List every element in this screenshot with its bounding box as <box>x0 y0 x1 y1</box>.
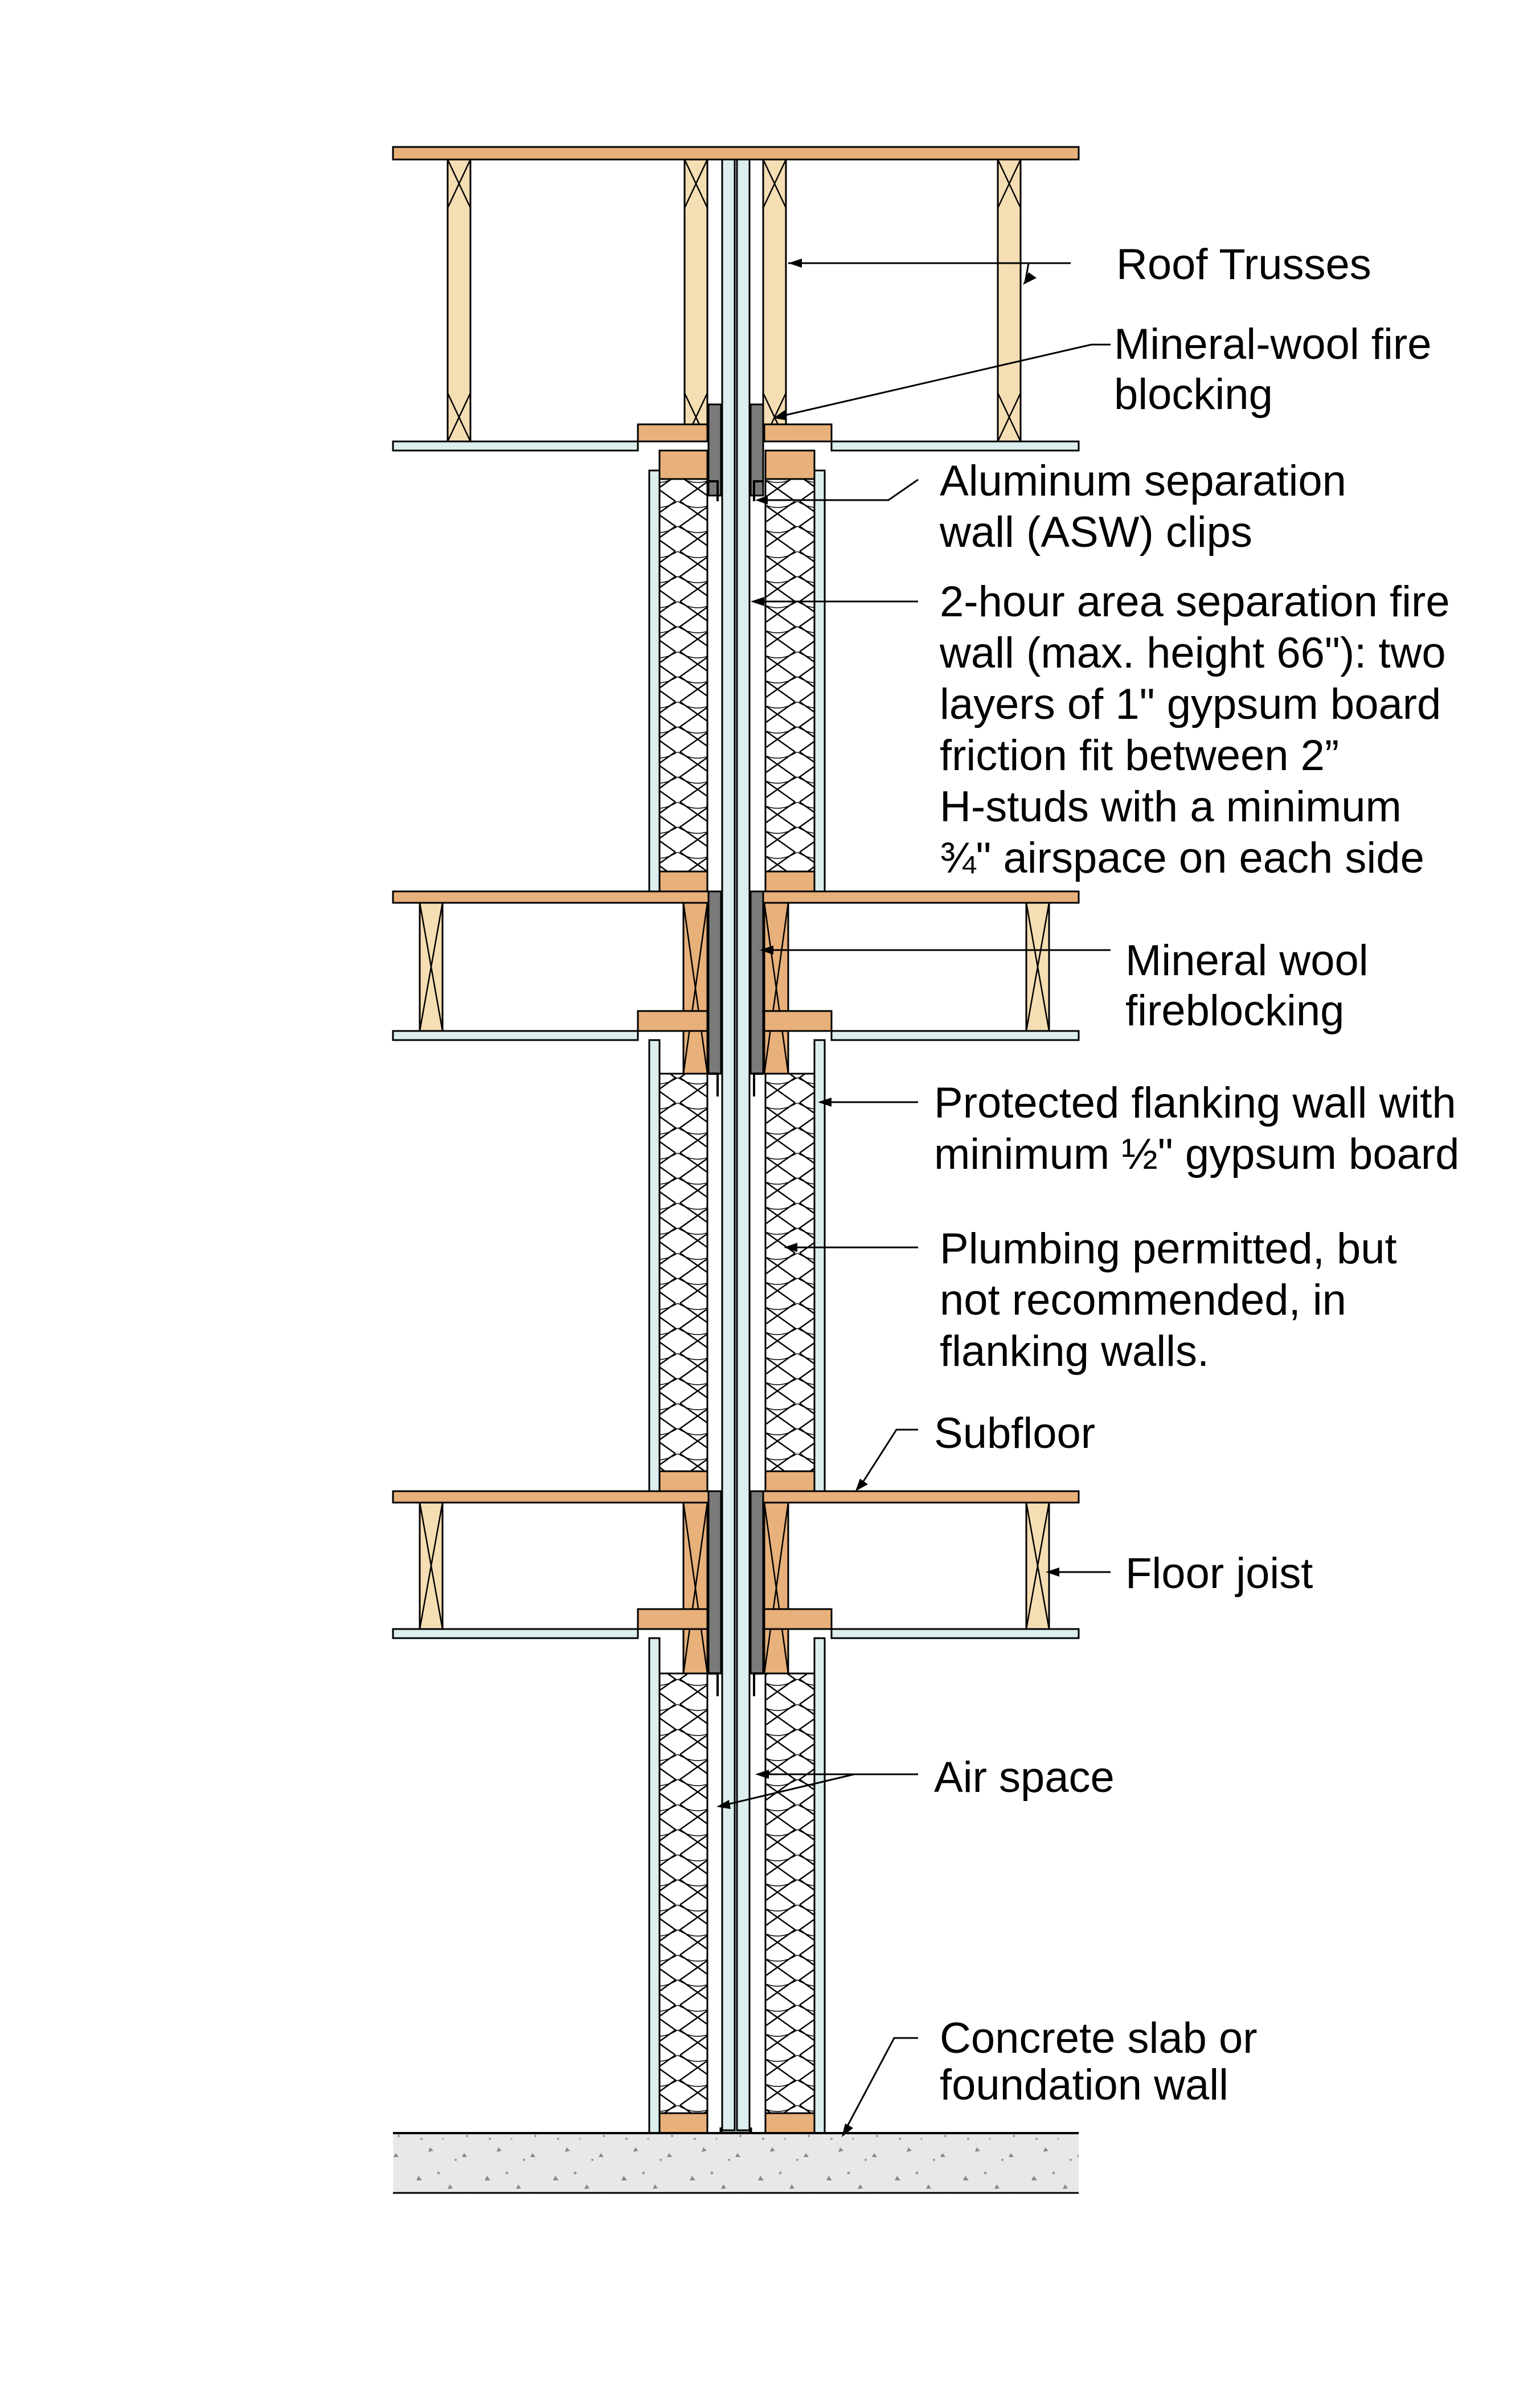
label-subfloor: Subfloor <box>934 1409 1095 1458</box>
leader-lines <box>716 259 1111 2137</box>
label-asw-clips-line-1: Aluminum separation <box>940 457 1346 505</box>
gypsum-layer-right <box>736 158 751 2131</box>
label-air-space: Air space <box>934 1753 1115 1802</box>
roof-top-chord <box>392 146 1080 161</box>
roof-framing <box>392 146 1080 452</box>
label-asw-clips-line-2: wall (ASW) clips <box>939 508 1252 556</box>
ceiling-2-right <box>830 1628 1080 1639</box>
subfloor-1-right <box>756 890 1080 904</box>
label-flanking-wall-line-1: Protected flanking wall with <box>934 1079 1456 1127</box>
flanking-walls-story-b <box>648 1039 826 1492</box>
label-roof-trusses: Roof Trusses <box>1116 240 1371 289</box>
roof-ceiling-right <box>830 440 1080 452</box>
floor-level-1 <box>392 890 1080 1075</box>
truss-cross-marks <box>447 159 1022 442</box>
label-fire-wall-line-3: layers of 1" gypsum board <box>940 680 1441 729</box>
label-fire-wall-line-2: wall (max. height 66"): two <box>939 629 1446 677</box>
label-plumbing-line-3: flanking walls. <box>940 1327 1209 1376</box>
label-mineral-wool-fire-blocking-line-2: blocking <box>1114 370 1273 419</box>
mineral-wool-block-roof-right <box>749 403 764 497</box>
mineral-wool-block-2-right <box>749 1490 764 1675</box>
label-plumbing-line-2: not recommended, in <box>940 1276 1346 1324</box>
ceiling-1-left <box>392 1030 639 1041</box>
label-flanking-wall-line-2: minimum ½" gypsum board <box>934 1130 1459 1178</box>
mineral-wool-block-1-left <box>707 890 722 1075</box>
flanking-walls-story-c <box>648 1637 826 2134</box>
asw-clips <box>708 480 763 1696</box>
ceiling-1-right <box>830 1030 1080 1041</box>
labels: Roof Trusses Mineral-wool fire blocking … <box>934 240 1459 2109</box>
label-plumbing-line-1: Plumbing permitted, but <box>940 1225 1397 1273</box>
gypsum-layer-left <box>721 158 736 2131</box>
mineral-wool-block-roof-left <box>707 403 722 497</box>
ceiling-2-left <box>392 1628 639 1639</box>
label-fire-wall-line-5: H-studs with a minimum <box>940 783 1402 831</box>
area-separation-fire-wall <box>707 158 764 2135</box>
flanking-walls-story-a <box>648 469 826 893</box>
label-fire-wall-line-4: friction fit between 2” <box>940 731 1339 780</box>
concrete-slab <box>393 2132 1079 2194</box>
label-floor-joist: Floor joist <box>1125 1549 1313 1598</box>
label-mineral-wool-fireblocking-line-2: fireblocking <box>1125 987 1344 1035</box>
roof-truss-web-4 <box>997 158 1022 443</box>
mineral-wool-block-2-left <box>707 1490 722 1675</box>
subfloor-2-right <box>756 1490 1080 1504</box>
label-mineral-wool-fireblocking-line-1: Mineral wool <box>1125 936 1369 985</box>
subfloor-1-left <box>392 890 720 904</box>
label-fire-wall-line-6: ¾" airspace on each side <box>940 834 1424 882</box>
roof-ceiling-left <box>392 440 639 452</box>
label-mineral-wool-fire-blocking-line-1: Mineral-wool fire <box>1114 320 1432 369</box>
top-plates <box>637 423 833 1630</box>
mineral-wool-block-1-right <box>749 890 764 1075</box>
subfloor-2-left <box>392 1490 720 1504</box>
label-fire-wall-line-1: 2-hour area separation fire <box>940 578 1450 626</box>
label-slab-line-2: foundation wall <box>940 2061 1228 2109</box>
label-slab-line-1: Concrete slab or <box>940 2014 1258 2062</box>
floor-level-2 <box>392 1490 1080 1675</box>
